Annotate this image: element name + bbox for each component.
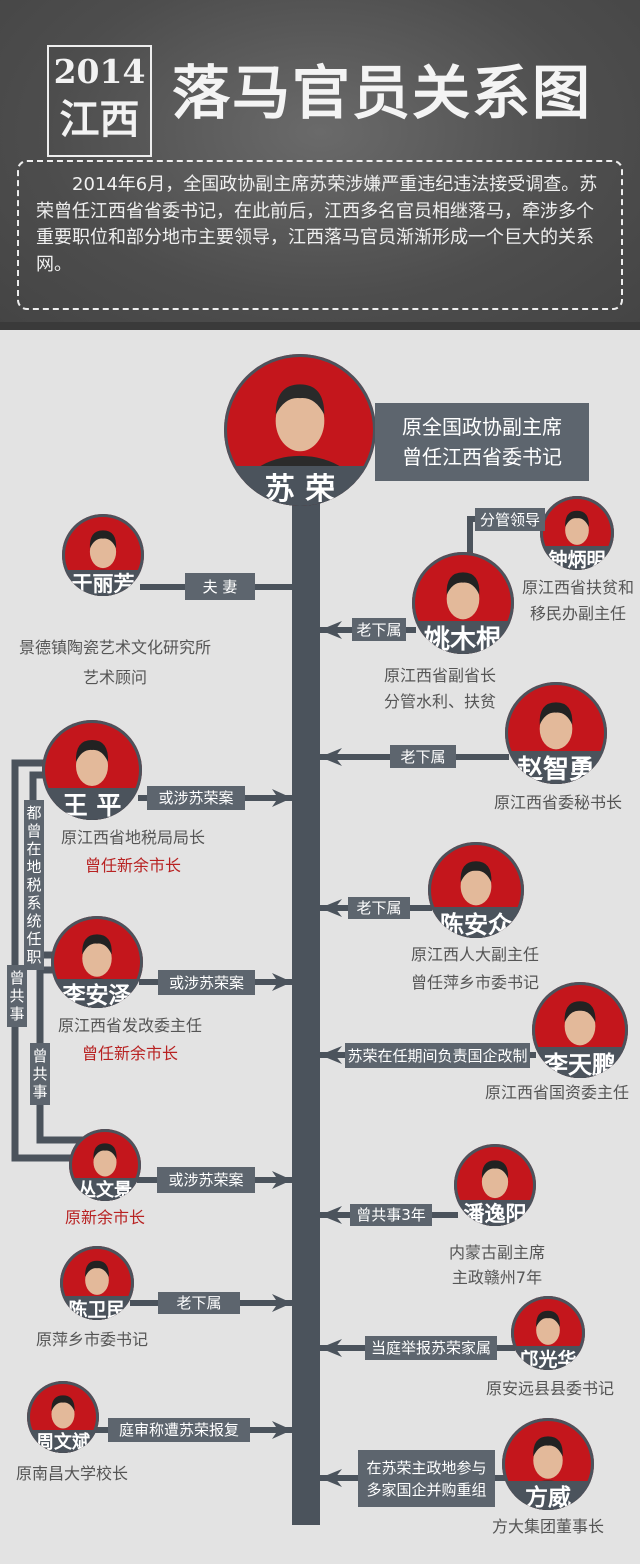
year: 2014	[53, 52, 146, 91]
arrow-right-icon	[272, 1421, 292, 1439]
relation-label: 苏荣在任期间负责国企改制	[345, 1043, 530, 1068]
relation-label: 或涉苏荣案	[157, 1167, 255, 1193]
person-caption: 原江西省国资委主任	[484, 1083, 630, 1102]
person-node-wang-ping: 王 平	[42, 720, 142, 820]
person-name: 钟炳明	[540, 546, 614, 570]
relation-label: 曾共事3年	[350, 1204, 432, 1226]
arrow-left-icon	[320, 899, 342, 917]
person-caption: 原江西省地税局局长	[60, 828, 206, 847]
person-former-post: 原新余市长	[64, 1208, 146, 1227]
relation-label: 在苏荣主政地参与 多家国企并购重组	[358, 1450, 495, 1507]
person-name: 李天鹏	[532, 1047, 628, 1078]
arrow-right-icon	[272, 1171, 292, 1189]
person-caption: 原江西省扶贫和	[521, 578, 635, 597]
person-former-post: 曾任新余市长	[84, 856, 182, 875]
person-node-yu-lifang: 于丽芳	[62, 514, 144, 596]
relation-label: 分管领导	[475, 508, 545, 531]
person-name: 潘逸阳	[454, 1199, 536, 1226]
person-name: 方威	[502, 1480, 594, 1510]
person-caption: 原江西省委秘书长	[493, 793, 623, 812]
arrow-left-icon	[320, 1046, 342, 1064]
center-title-line: 曾任江西省委书记	[402, 445, 562, 469]
coworked-outer-line	[11, 759, 90, 1162]
person-caption: 原江西省发改委主任	[57, 1016, 203, 1035]
person-node-fang-wei: 方威	[502, 1418, 594, 1510]
header-divider	[0, 322, 640, 330]
person-caption: 主政赣州7年	[451, 1268, 543, 1287]
person-caption: 内蒙古副主席	[448, 1243, 546, 1262]
person-name: 王 平	[42, 788, 142, 820]
person-name: 赵智勇	[505, 751, 607, 784]
person-caption: 原江西省副省长	[383, 666, 497, 685]
person-caption: 分管水利、扶贫	[383, 692, 497, 711]
person-node-zhong-bingming: 钟炳明	[540, 496, 614, 570]
arrow-right-icon	[272, 1294, 292, 1312]
person-former-post: 曾任新余市长	[81, 1044, 179, 1063]
person-node-zhao-zhiyong: 赵智勇	[505, 682, 607, 784]
person-caption: 方大集团董事长	[491, 1517, 605, 1536]
relation-label: 夫 妻	[185, 573, 255, 600]
person-node-yao-mugen: 姚木根	[412, 552, 514, 654]
person-caption: 原南昌大学校长	[15, 1464, 129, 1483]
person-name: 于丽芳	[62, 569, 144, 596]
relation-label: 老下属	[158, 1292, 240, 1314]
arrow-right-icon	[272, 789, 292, 807]
person-caption: 曾任萍乡市委书记	[410, 973, 540, 992]
coworked-inner-link-label: 曾共事	[30, 1043, 50, 1105]
center-name: 苏 荣	[224, 466, 376, 506]
center-node-su-rong: 苏 荣	[224, 354, 376, 506]
person-node-pan-yiyang: 潘逸阳	[454, 1144, 536, 1226]
person-node-li-anze: 李安泽	[51, 916, 143, 1008]
arrow-right-icon	[272, 973, 292, 991]
person-name: 陈安众	[428, 907, 524, 938]
person-caption: 原安远县县委书记	[485, 1379, 615, 1398]
center-title-line: 原全国政协副主席	[402, 415, 562, 439]
person-node-cong-wenjing: 丛文景	[69, 1129, 141, 1201]
person-name: 陈卫民	[60, 1296, 134, 1320]
arrow-left-icon	[320, 748, 342, 766]
relation-label: 老下属	[348, 897, 410, 919]
person-name: 丛文景	[69, 1177, 141, 1201]
person-name: 李安泽	[51, 978, 143, 1008]
person-node-chen-weimin: 陈卫民	[60, 1246, 134, 1320]
relation-label: 或涉苏荣案	[147, 786, 245, 810]
person-caption: 艺术顾问	[82, 668, 148, 687]
person-name: 姚木根	[412, 621, 514, 654]
person-name: 邝光华	[511, 1346, 585, 1370]
person-caption: 景德镇陶瓷艺术文化研究所	[18, 638, 212, 657]
arrow-left-icon	[320, 621, 342, 639]
relation-label: 庭审称遭苏荣报复	[108, 1418, 250, 1442]
person-node-kuang-guanghua: 邝光华	[511, 1296, 585, 1370]
person-node-li-tianpeng: 李天鹏	[532, 982, 628, 1078]
person-node-chen-anzhong: 陈安众	[428, 842, 524, 938]
person-caption: 移民办副主任	[529, 604, 627, 623]
coworked-outer-link-label: 曾共事	[7, 965, 27, 1027]
tax-system-link-label: 都曾在地税系统任职	[24, 800, 44, 970]
province: 江西	[59, 96, 140, 143]
header: 2014 江西 落马官员关系图 2014年6月，全国政协副主席苏荣涉嫌严重违纪违…	[0, 0, 640, 330]
page-title: 落马官员关系图	[172, 59, 593, 127]
person-caption: 原萍乡市委书记	[35, 1330, 149, 1349]
relation-label: 老下属	[352, 618, 406, 641]
relation-label: 老下属	[390, 745, 456, 768]
arrow-left-icon	[320, 1206, 342, 1224]
center-titles: 原全国政协副主席 曾任江西省委书记	[375, 403, 589, 481]
relationship-spine	[292, 470, 320, 1525]
relation-label: 或涉苏荣案	[158, 970, 255, 995]
arrow-left-icon	[320, 1469, 342, 1487]
relation-label: 当庭举报苏荣家属	[365, 1336, 497, 1360]
person-caption: 原江西人大副主任	[410, 945, 540, 964]
arrow-left-icon	[320, 1339, 342, 1357]
year-province-badge: 2014 江西	[47, 45, 152, 157]
intro-text: 2014年6月，全国政协副主席苏荣涉嫌严重违纪违法接受调查。苏荣曾任江西省省委书…	[17, 160, 623, 310]
person-name: 周文斌	[27, 1429, 99, 1453]
person-node-zhou-wenbin: 周文斌	[27, 1381, 99, 1453]
